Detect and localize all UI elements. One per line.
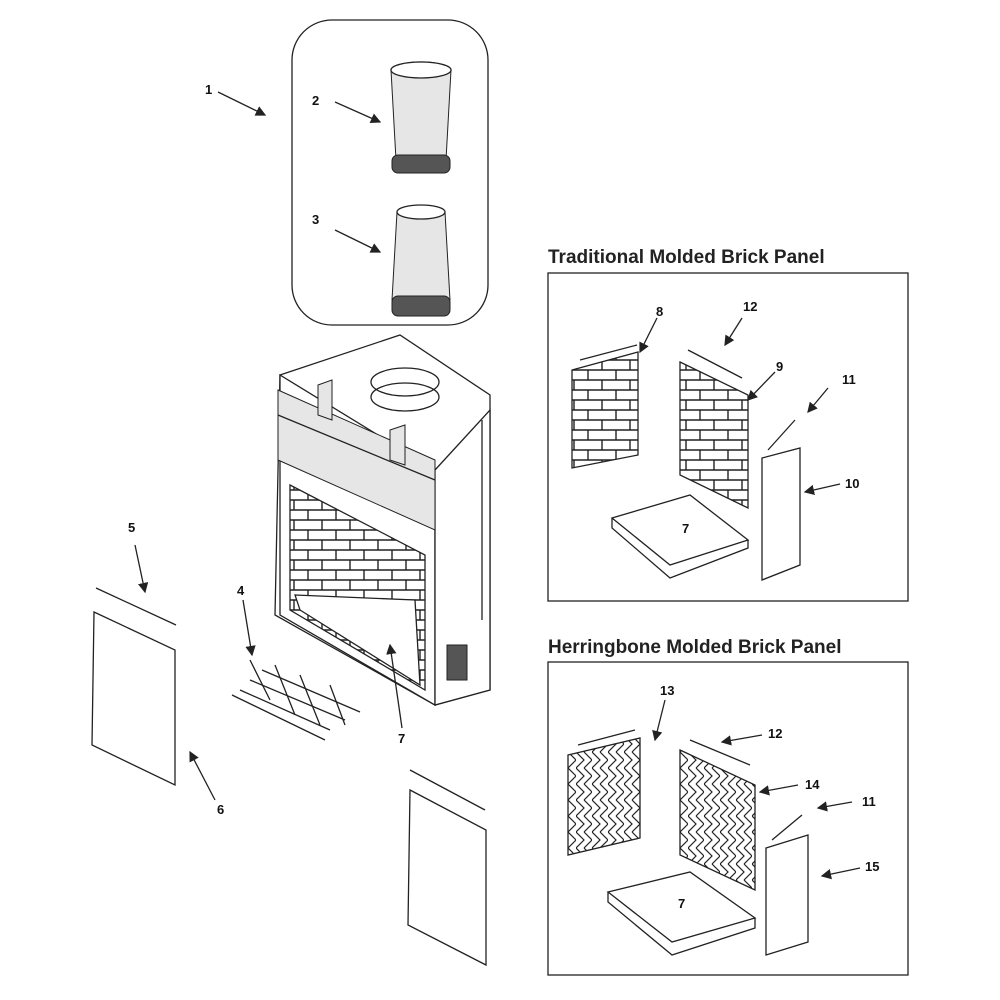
callout-7-herringbone: 7 bbox=[678, 896, 685, 911]
herringbone-back-panel-14 bbox=[679, 748, 756, 892]
chimney-pipe-group bbox=[291, 19, 489, 326]
herringbone-panel-box bbox=[547, 661, 909, 976]
pipe-section-3 bbox=[391, 204, 451, 317]
screen-panel-right bbox=[407, 769, 487, 967]
callout-7-traditional: 7 bbox=[682, 521, 689, 536]
flue-collar bbox=[370, 367, 440, 397]
callout-2: 2 bbox=[312, 93, 319, 108]
callout-11-traditional: 11 bbox=[842, 372, 856, 387]
hearth-floor-7 bbox=[610, 494, 750, 579]
callout-3: 3 bbox=[312, 212, 319, 227]
herringbone-panel-title: Herringbone Molded Brick Panel bbox=[548, 637, 842, 658]
callout-11-herringbone: 11 bbox=[862, 794, 876, 809]
firebox-unit bbox=[274, 334, 491, 707]
callout-7-main: 7 bbox=[398, 731, 405, 746]
vent-grille bbox=[446, 644, 468, 681]
brick-back-panel-9 bbox=[679, 360, 749, 510]
callout-12-traditional: 12 bbox=[743, 299, 757, 314]
callout-arrows bbox=[134, 91, 861, 880]
hearth-floor-7b bbox=[606, 871, 757, 956]
callout-14: 14 bbox=[805, 777, 820, 792]
pipe-section-2 bbox=[390, 61, 452, 174]
traditional-panel-box bbox=[547, 272, 909, 602]
screen-panel-left bbox=[91, 587, 177, 787]
callout-10: 10 bbox=[845, 476, 859, 491]
side-panel-10 bbox=[761, 447, 801, 581]
herringbone-side-panel-13 bbox=[567, 737, 641, 856]
callout-9: 9 bbox=[776, 359, 783, 374]
pipe-group-outline bbox=[291, 19, 489, 326]
callout-6: 6 bbox=[217, 802, 224, 817]
callout-4: 4 bbox=[237, 583, 245, 598]
callout-13: 13 bbox=[660, 683, 674, 698]
log-grate bbox=[231, 659, 361, 741]
callout-1: 1 bbox=[205, 82, 212, 97]
callout-5: 5 bbox=[128, 520, 135, 535]
callout-15: 15 bbox=[865, 859, 879, 874]
traditional-panel-title: Traditional Molded Brick Panel bbox=[548, 247, 825, 268]
brick-side-panel-8 bbox=[571, 351, 639, 469]
callout-8: 8 bbox=[656, 304, 663, 319]
callout-12-herringbone: 12 bbox=[768, 726, 782, 741]
side-panel-15 bbox=[765, 834, 809, 956]
